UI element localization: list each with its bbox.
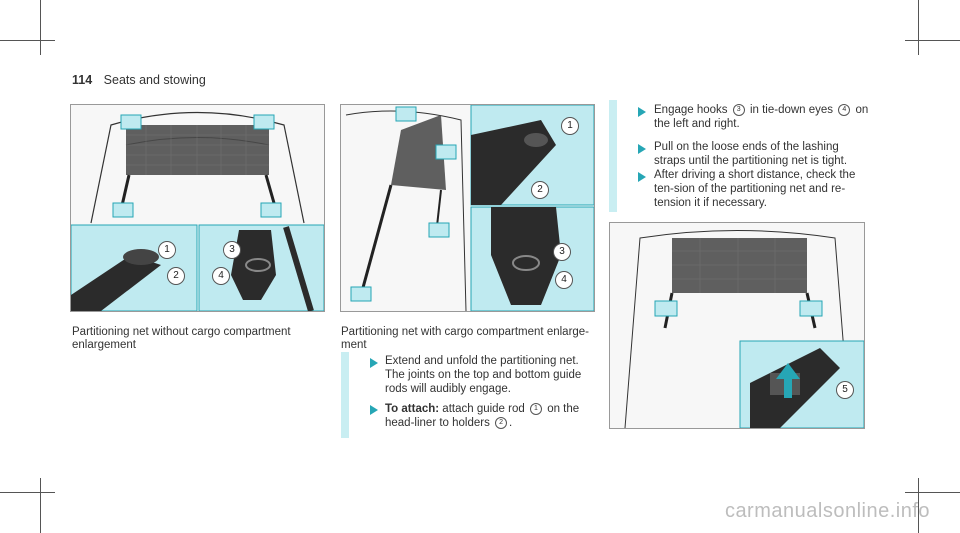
callout-1: 1 <box>561 117 579 135</box>
figure-caption-middle: Partitioning net with cargo compartment … <box>341 326 590 351</box>
page-header: 114 Seats and stowing <box>72 73 206 87</box>
attach-text-end: . <box>509 417 513 429</box>
callout-4: 4 <box>212 267 230 285</box>
callout-4: 4 <box>838 103 851 116</box>
engage-text-b: in tie-down eyes <box>749 104 834 116</box>
crop-mark <box>40 478 41 533</box>
instruction-step-attach: To attach: attach guide rod 1 on the hea… <box>385 402 595 430</box>
crop-mark <box>0 492 55 493</box>
engage-text-c: on the left and right. <box>654 104 869 130</box>
crop-mark <box>40 0 41 55</box>
figure-caption-left: Partitioning net without cargo compartme… <box>72 326 291 351</box>
attach-text: attach guide rod <box>442 403 525 415</box>
callout-4: 4 <box>555 271 573 289</box>
attach-text-mid: on the head-liner to holders <box>385 403 580 429</box>
instruction-step-check: After driving a short distance, check th… <box>654 169 856 209</box>
step-arrow-icon <box>638 107 646 117</box>
attach-label: To attach: <box>385 403 440 415</box>
callout-2: 2 <box>495 416 508 429</box>
crop-mark <box>918 0 919 55</box>
instruction-bar <box>341 352 349 438</box>
callout-1: 1 <box>158 241 176 259</box>
watermark: carmanualsonline.info <box>724 500 930 522</box>
step-arrow-icon <box>638 172 646 182</box>
crop-mark <box>905 40 960 41</box>
instruction-step-pull: Pull on the loose ends of the lashing st… <box>654 141 848 167</box>
instruction-step-extend: Extend and unfold the partitioning net. … <box>385 355 582 395</box>
step-arrow-icon <box>370 358 378 368</box>
step-arrow-icon <box>370 405 378 415</box>
instruction-step-engage: Engage hooks 3 in tie-down eyes 4 on the… <box>654 103 869 131</box>
callout-5: 5 <box>836 381 854 399</box>
callout-1: 1 <box>529 402 542 415</box>
crop-mark <box>905 492 960 493</box>
figure-net-with-enlargement: 1 2 3 4 <box>340 104 595 312</box>
page-number: 114 <box>72 73 93 87</box>
instruction-bar <box>609 100 617 212</box>
figure-net-without-enlargement: 1 2 3 4 <box>70 104 325 312</box>
crop-mark <box>918 478 919 533</box>
engage-text-a: Engage hooks <box>654 104 728 116</box>
step-arrow-icon <box>638 144 646 154</box>
crop-mark <box>0 40 55 41</box>
callout-2: 2 <box>167 267 185 285</box>
callout-3: 3 <box>223 241 241 259</box>
section-title: Seats and stowing <box>103 73 206 87</box>
callout-3: 3 <box>732 103 745 116</box>
callout-2: 2 <box>531 181 549 199</box>
figure-tension-check: 5 <box>609 222 865 429</box>
callout-3: 3 <box>553 243 571 261</box>
